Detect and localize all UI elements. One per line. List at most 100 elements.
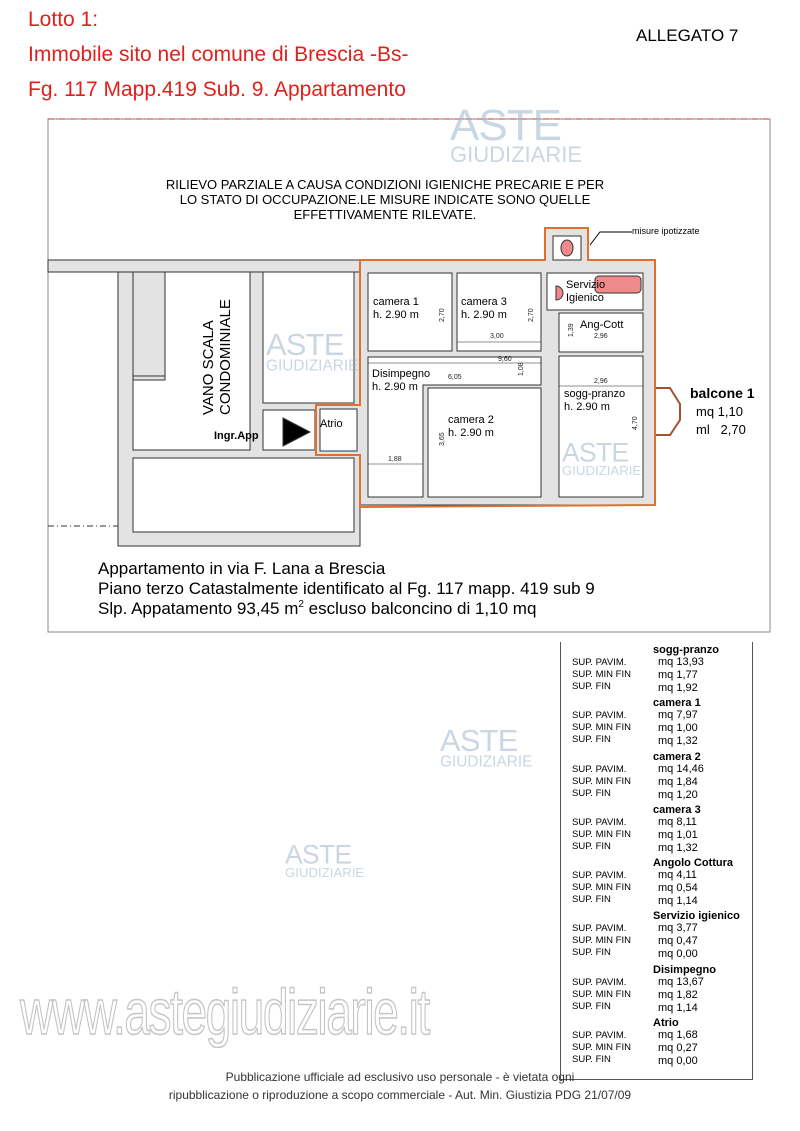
room-ang-cott: Ang-Cott bbox=[580, 319, 623, 331]
entrance-label: Ingr.App bbox=[214, 430, 259, 442]
entrance-arrow-icon bbox=[282, 417, 312, 447]
row-label: SUP. FIN bbox=[572, 681, 611, 692]
svg-text:9,60: 9,60 bbox=[498, 356, 512, 363]
row-label: SUP. MIN FIN bbox=[572, 775, 631, 787]
row-value: mq 1,32 bbox=[658, 841, 698, 854]
room-disimpegno: Disimpegno bbox=[372, 368, 430, 380]
row-value: mq 4,11 bbox=[658, 869, 697, 882]
row-label: SUP. MIN FIN bbox=[572, 828, 631, 840]
section-title: camera 1 bbox=[653, 697, 701, 710]
row-label: SUP. PAVIM. bbox=[572, 923, 627, 935]
balcony-title: balcone 1 bbox=[690, 385, 755, 401]
row-value: mq 7,97 bbox=[658, 709, 698, 722]
note-line: LO STATO DI OCCUPAZIONE.LE MISURE INDICA… bbox=[180, 192, 591, 207]
row-label: SUP. PAVIM. bbox=[572, 1030, 627, 1042]
svg-text:6,05: 6,05 bbox=[448, 374, 462, 381]
room-height: h. 2.90 m bbox=[373, 309, 419, 321]
apartment-boundary bbox=[315, 227, 656, 509]
room-sogg-pranzo: sogg-pranzo bbox=[564, 388, 625, 400]
watermark-site: www.astegiudiziarie.it bbox=[19, 975, 430, 1049]
row-label: SUP. FIN bbox=[572, 734, 611, 746]
room-height: h. 2.90 m bbox=[461, 309, 507, 321]
row-label: SUP. PAVIM. bbox=[572, 976, 627, 988]
svg-text:2,96: 2,96 bbox=[594, 333, 608, 340]
row-label: SUP. FIN bbox=[572, 1054, 611, 1066]
section-title: sogg-pranzo bbox=[653, 644, 719, 656]
row-value: mq 1,68 bbox=[658, 1029, 698, 1042]
balcony-shape bbox=[654, 387, 681, 436]
footer-line: ripubblicazione o riproduzione a scopo c… bbox=[168, 1088, 632, 1102]
section-title: camera 3 bbox=[653, 803, 701, 816]
balcony-area: mq 1,10 bbox=[696, 404, 743, 419]
room-servizio: Igienico bbox=[566, 292, 604, 304]
row-value: mq 1,00 bbox=[658, 722, 698, 735]
attachment-label: ALLEGATO 7 bbox=[636, 26, 739, 45]
row-value: mq 14,46 bbox=[658, 762, 704, 775]
plan-caption: Appartamento in via F. Lana a Brescia Pi… bbox=[98, 559, 595, 618]
row-label: SUP. MIN FIN bbox=[572, 1042, 631, 1054]
caption-address: Appartamento in via F. Lana a Brescia bbox=[98, 559, 386, 578]
row-label: SUP. PAVIM. bbox=[572, 870, 627, 882]
row-label: SUP. MIN FIN bbox=[572, 722, 631, 734]
row-value: mq 1,20 bbox=[658, 788, 698, 801]
misure-leader bbox=[589, 231, 632, 246]
row-label: SUP. MIN FIN bbox=[572, 935, 631, 947]
svg-text:1,08: 1,08 bbox=[518, 362, 525, 376]
lot-title: Lotto 1: bbox=[28, 8, 99, 31]
toilet-icon bbox=[560, 239, 574, 257]
row-label: SUP. PAVIM. bbox=[572, 710, 627, 722]
section-title: camera 2 bbox=[653, 750, 701, 763]
room-camera-3: camera 3 bbox=[461, 296, 507, 308]
footer-line: Pubblicazione ufficiale ad esclusivo uso… bbox=[225, 1070, 575, 1084]
row-value: mq 1,32 bbox=[658, 735, 698, 748]
survey-note: RILIEVO PARZIALE A CAUSA CONDIZIONI IGIE… bbox=[166, 177, 604, 222]
row-label: SUP. FIN bbox=[572, 787, 611, 799]
balcony-length: ml 2,70 bbox=[696, 422, 746, 437]
row-value: mq 0,47 bbox=[658, 935, 698, 948]
row-label: SUP. PAVIM. bbox=[572, 657, 627, 668]
section-title: Atrio bbox=[653, 1017, 679, 1030]
property-location: Immobile sito nel comune di Brescia -Bs- bbox=[28, 43, 409, 66]
dimensions: 2,70 2,70 3,00 1,39 2,96 9,60 1,08 6,05 … bbox=[368, 308, 643, 465]
balcony-info: balcone 1 mq 1,10 ml 2,70 bbox=[690, 385, 755, 437]
row-label: SUP. MIN FIN bbox=[572, 882, 631, 894]
svg-text:1,88: 1,88 bbox=[388, 456, 402, 463]
svg-text:2,70: 2,70 bbox=[528, 308, 535, 322]
bathtub-icon bbox=[594, 275, 642, 294]
room-height: h. 2.90 m bbox=[564, 401, 610, 413]
row-value: mq 1,01 bbox=[658, 828, 698, 841]
section-title: Disimpegno bbox=[653, 963, 716, 976]
stair-label: CONDOMINIALE bbox=[217, 299, 234, 415]
note-line: EFFETTIVAMENTE RILEVATE. bbox=[294, 207, 477, 222]
svg-text:3,00: 3,00 bbox=[490, 333, 504, 340]
room-height: h. 2.90 m bbox=[372, 381, 418, 393]
row-label: SUP. PAVIM. bbox=[572, 763, 627, 775]
section-title: Servizio igienico bbox=[653, 910, 740, 923]
room-labels: camera 1 h. 2.90 m camera 3 h. 2.90 m Se… bbox=[320, 279, 625, 439]
row-value: mq 3,77 bbox=[658, 922, 698, 935]
room-camera-2: camera 2 bbox=[448, 414, 494, 426]
row-value: mq 13,67 bbox=[658, 975, 704, 988]
row-value: mq 0,00 bbox=[658, 948, 698, 961]
room-height: h. 2.90 m bbox=[448, 427, 494, 439]
row-value: mq 8,11 bbox=[658, 815, 697, 828]
cadastral-reference: Fg. 117 Mapp.419 Sub. 9. Appartamento bbox=[28, 78, 406, 101]
row-label: SUP. MIN FIN bbox=[572, 988, 631, 1000]
row-label: SUP. FIN bbox=[572, 947, 611, 959]
section-title: Angolo Cottura bbox=[653, 857, 734, 870]
misure-label: misure ipotizzate bbox=[632, 226, 700, 236]
row-label: SUP. FIN bbox=[572, 1000, 611, 1012]
